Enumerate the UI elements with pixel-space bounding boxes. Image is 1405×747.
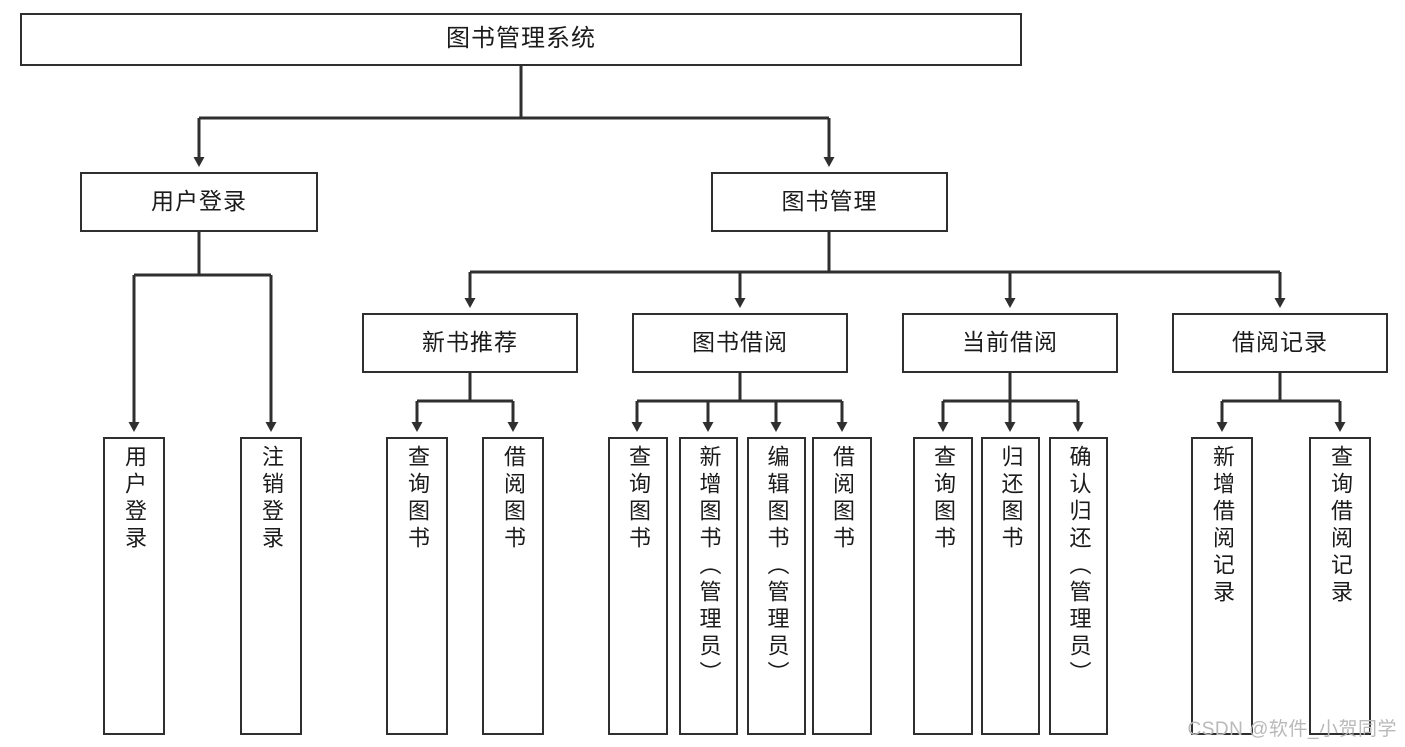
watermark-text: CSDN @软件_小贺同学 <box>1187 719 1397 740</box>
leaf-label: 新增借阅记录 <box>1210 445 1235 607</box>
leaf-current-confirm-return-admin[interactable]: 确认归还（管理员） <box>1049 437 1108 735</box>
leaf-record-query-record[interactable]: 查询借阅记录 <box>1309 437 1371 735</box>
leaf-label: 查询借阅记录 <box>1328 445 1353 607</box>
node-label: 借阅记录 <box>1232 329 1328 356</box>
leaf-label: 借阅图书 <box>830 445 855 553</box>
leaf-record-add-record[interactable]: 新增借阅记录 <box>1191 437 1253 735</box>
leaf-borrow-borrow-book[interactable]: 借阅图书 <box>812 437 872 735</box>
leaf-label: 借阅图书 <box>501 445 526 553</box>
node-book-borrow[interactable]: 图书借阅 <box>632 313 848 373</box>
node-label: 当前借阅 <box>962 329 1058 356</box>
node-label: 新书推荐 <box>422 329 518 356</box>
node-current-borrow[interactable]: 当前借阅 <box>902 313 1118 373</box>
leaf-label: 确认归还（管理员） <box>1066 445 1092 688</box>
node-root-system[interactable]: 图书管理系统 <box>20 13 1022 66</box>
leaf-label: 用户登录 <box>122 445 147 553</box>
leaf-borrow-query-book[interactable]: 查询图书 <box>608 437 668 735</box>
node-new-book-recommend[interactable]: 新书推荐 <box>362 313 578 373</box>
leaf-recommend-borrow-book[interactable]: 借阅图书 <box>482 437 544 735</box>
node-borrow-record[interactable]: 借阅记录 <box>1172 313 1388 373</box>
leaf-current-query-book[interactable]: 查询图书 <box>913 437 973 735</box>
leaf-label: 注销登录 <box>259 445 284 553</box>
leaf-recommend-query-book[interactable]: 查询图书 <box>386 437 448 735</box>
leaf-borrow-add-book-admin[interactable]: 新增图书（管理员） <box>679 437 738 735</box>
node-book-management[interactable]: 图书管理 <box>711 172 948 232</box>
leaf-user-login-login[interactable]: 用户登录 <box>103 437 165 735</box>
node-label: 图书管理 <box>781 188 878 215</box>
leaf-label: 查询图书 <box>931 445 956 553</box>
node-label: 用户登录 <box>151 188 247 215</box>
leaf-label: 查询图书 <box>405 445 430 553</box>
leaf-label: 编辑图书（管理员） <box>764 445 790 688</box>
leaf-user-login-logout[interactable]: 注销登录 <box>240 437 302 735</box>
leaf-label: 查询图书 <box>626 445 651 553</box>
leaf-borrow-edit-book-admin[interactable]: 编辑图书（管理员） <box>747 437 806 735</box>
leaf-label: 归还图书 <box>998 445 1024 553</box>
node-label: 图书借阅 <box>692 329 788 356</box>
leaf-label: 新增图书（管理员） <box>696 445 722 688</box>
node-user-login[interactable]: 用户登录 <box>80 172 318 232</box>
leaf-current-return-book[interactable]: 归还图书 <box>981 437 1040 735</box>
node-label: 图书管理系统 <box>446 25 596 53</box>
